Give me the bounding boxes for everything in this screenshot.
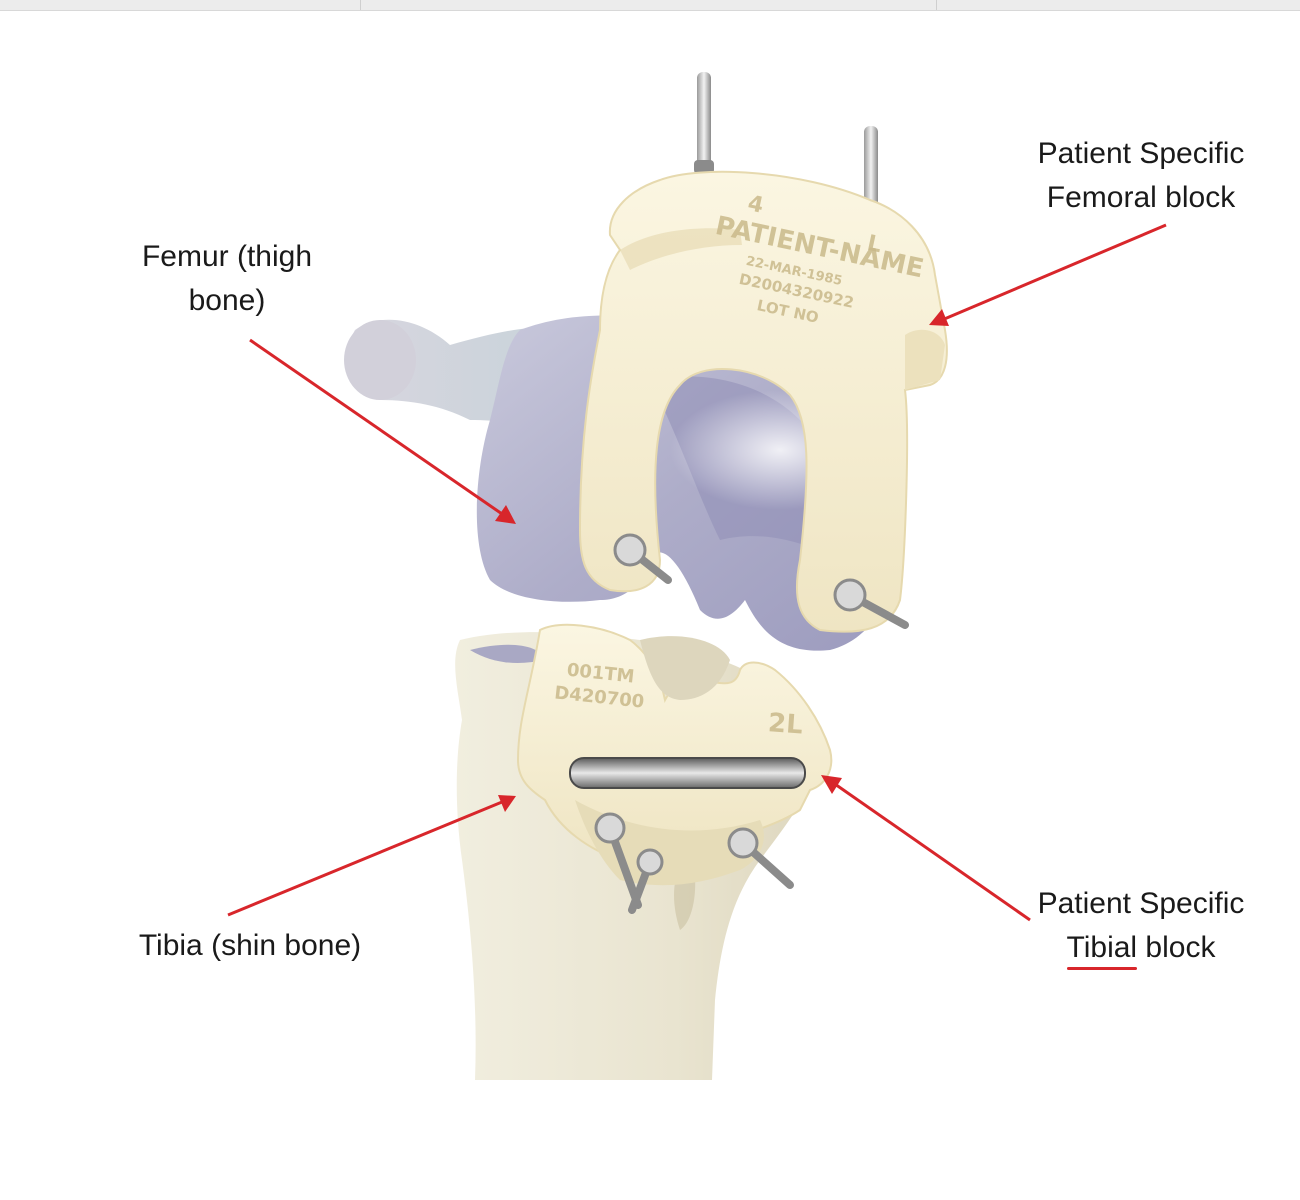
femoral-screw-right	[833, 578, 909, 629]
spellcheck-underline	[1066, 967, 1138, 970]
tibial-pin-left	[594, 812, 642, 909]
label-tibial-block-line1: Patient Specific	[1037, 887, 1245, 920]
tibial-pin-right	[727, 827, 794, 889]
label-tibial-block-line2: Tibial block	[1030, 926, 1252, 970]
label-femoral-block-line1: Patient Specific	[1037, 137, 1245, 170]
window-top-strip	[0, 0, 1300, 11]
label-tibia-line1: Tibia (shin bone)	[138, 929, 362, 962]
label-tibia: Tibia (shin bone)	[128, 924, 372, 968]
strip-divider	[936, 0, 937, 10]
arrow-femur	[249, 338, 516, 524]
label-femur: Femur (thigh bone)	[132, 235, 322, 323]
femoral-side-engraving: L	[865, 231, 884, 258]
tibial-pin-middle	[628, 848, 664, 914]
femoral-guide-block: 4 L PATIENT-NAME 22-MAR-1985 D2004320922…	[578, 72, 948, 633]
label-femoral-block-line2: Femoral block	[1046, 181, 1236, 214]
tibial-word-text: Tibial	[1066, 931, 1138, 964]
block-word-text: block	[1137, 931, 1216, 964]
label-femur-line2: bone)	[188, 284, 266, 317]
label-tibial-block: Patient Specific Tibial block	[1030, 882, 1252, 970]
femoral-screw-left	[613, 533, 672, 584]
arrows	[227, 223, 1167, 922]
tibial-size-engraving: 2L	[767, 708, 804, 740]
arrow-tibial-block	[821, 775, 1031, 922]
label-tibial-word: Tibial	[1066, 926, 1138, 970]
arrow-tibia	[227, 795, 516, 917]
tibial-cutting-slot	[569, 757, 806, 789]
label-femoral-block: Patient Specific Femoral block	[1030, 132, 1252, 220]
arrow-femoral-block	[929, 223, 1167, 326]
femoral-size-engraving: 4	[746, 191, 766, 219]
strip-divider	[360, 0, 361, 10]
tibial-guide-block: 001TM D420700 2L	[516, 623, 833, 914]
label-femur-line1: Femur (thigh	[141, 240, 313, 273]
